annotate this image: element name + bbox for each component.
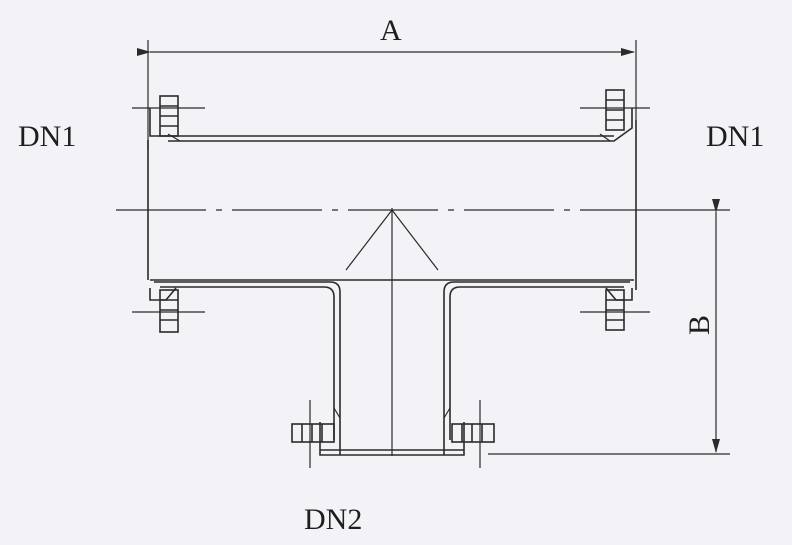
run-left-size-label: DN1 [18,120,77,153]
flange-top-left [132,95,205,137]
flange-top-right [580,89,650,131]
flange-branch-left [291,400,335,468]
branch-size-label: DN2 [304,503,363,536]
run-right-size-label: DN1 [706,120,765,153]
flange-bottom-left [132,289,205,333]
dimension-a-line [137,40,637,150]
branch-flow-marker [345,209,439,271]
flange-branch-right [451,400,495,468]
flange-bottom-right [580,289,650,331]
dimension-a-label: A [380,14,402,47]
dimension-b-line [488,199,730,455]
branch-pipe [319,407,465,456]
dimension-b-label: B [683,314,717,336]
main-run-pipe [147,108,637,455]
